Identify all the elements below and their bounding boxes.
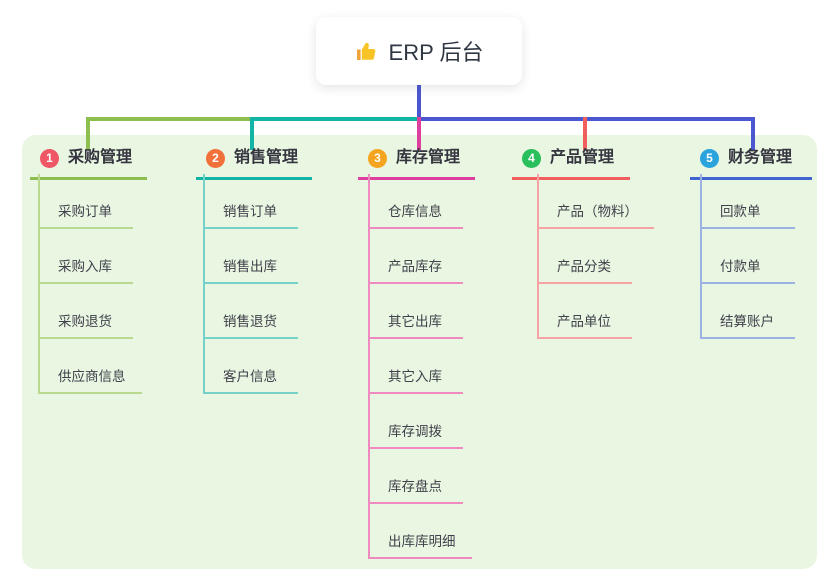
drop-line-inventory — [417, 117, 421, 150]
priority-badge: 3 — [368, 148, 387, 168]
child-node[interactable]: 产品单位 — [537, 284, 632, 339]
bus-segment-purchase — [86, 117, 254, 121]
branch-node-sales[interactable]: 2 销售管理 — [196, 147, 312, 180]
child-node[interactable]: 客户信息 — [203, 339, 298, 394]
child-node[interactable]: 销售订单 — [203, 174, 298, 229]
child-node[interactable]: 其它出库 — [368, 284, 463, 339]
branch-label: 采购管理 — [68, 149, 133, 166]
priority-badge: 4 — [522, 148, 541, 168]
branch-label: 库存管理 — [396, 149, 461, 166]
child-node[interactable]: 出库库明细 — [368, 504, 472, 559]
branch-label: 产品管理 — [550, 149, 615, 166]
root-node-erp[interactable]: ERP 后台 — [316, 17, 522, 85]
thumbs-up-icon — [355, 39, 379, 63]
branches-panel — [22, 135, 817, 569]
drop-line-purchase — [86, 117, 90, 150]
branch-node-finance[interactable]: 5 财务管理 — [690, 147, 812, 180]
child-node[interactable]: 采购入库 — [38, 229, 133, 284]
child-node[interactable]: 销售出库 — [203, 229, 298, 284]
priority-badge: 1 — [40, 148, 59, 168]
branch-node-purchase[interactable]: 1 采购管理 — [30, 147, 147, 180]
root-node-label: ERP 后台 — [388, 40, 484, 65]
branch-node-product[interactable]: 4 产品管理 — [512, 147, 630, 180]
child-node[interactable]: 采购退货 — [38, 284, 133, 339]
child-node[interactable]: 采购订单 — [38, 174, 133, 229]
branch-label: 财务管理 — [728, 149, 793, 166]
child-node[interactable]: 产品分类 — [537, 229, 632, 284]
child-node[interactable]: 其它入库 — [368, 339, 463, 394]
drop-line-sales — [250, 117, 254, 150]
branch-children-product: 产品（物料） 产品分类 产品单位 — [537, 174, 654, 339]
branch-children-purchase: 采购订单 采购入库 采购退货 供应商信息 — [38, 174, 142, 394]
branch-children-finance: 回款单 付款单 结算账户 — [700, 174, 795, 339]
branch-children-sales: 销售订单 销售出库 销售退货 客户信息 — [203, 174, 298, 394]
child-node[interactable]: 库存调拨 — [368, 394, 463, 449]
drop-line-finance — [751, 117, 755, 150]
trunk-line — [417, 85, 421, 121]
branch-children-inventory: 仓库信息 产品库存 其它出库 其它入库 库存调拨 库存盘点 出库库明细 — [368, 174, 472, 559]
child-node[interactable]: 供应商信息 — [38, 339, 142, 394]
drop-line-product — [583, 117, 587, 150]
bus-segment-sales — [250, 117, 421, 121]
child-node[interactable]: 回款单 — [700, 174, 795, 229]
child-node[interactable]: 产品（物料） — [537, 174, 654, 229]
child-node[interactable]: 结算账户 — [700, 284, 795, 339]
child-node[interactable]: 仓库信息 — [368, 174, 463, 229]
child-node[interactable]: 付款单 — [700, 229, 795, 284]
priority-badge: 5 — [700, 148, 719, 168]
child-node[interactable]: 产品库存 — [368, 229, 463, 284]
priority-badge: 2 — [206, 148, 225, 168]
branch-node-inventory[interactable]: 3 库存管理 — [358, 147, 475, 180]
child-node[interactable]: 库存盘点 — [368, 449, 463, 504]
branch-label: 销售管理 — [234, 149, 299, 166]
child-node[interactable]: 销售退货 — [203, 284, 298, 339]
